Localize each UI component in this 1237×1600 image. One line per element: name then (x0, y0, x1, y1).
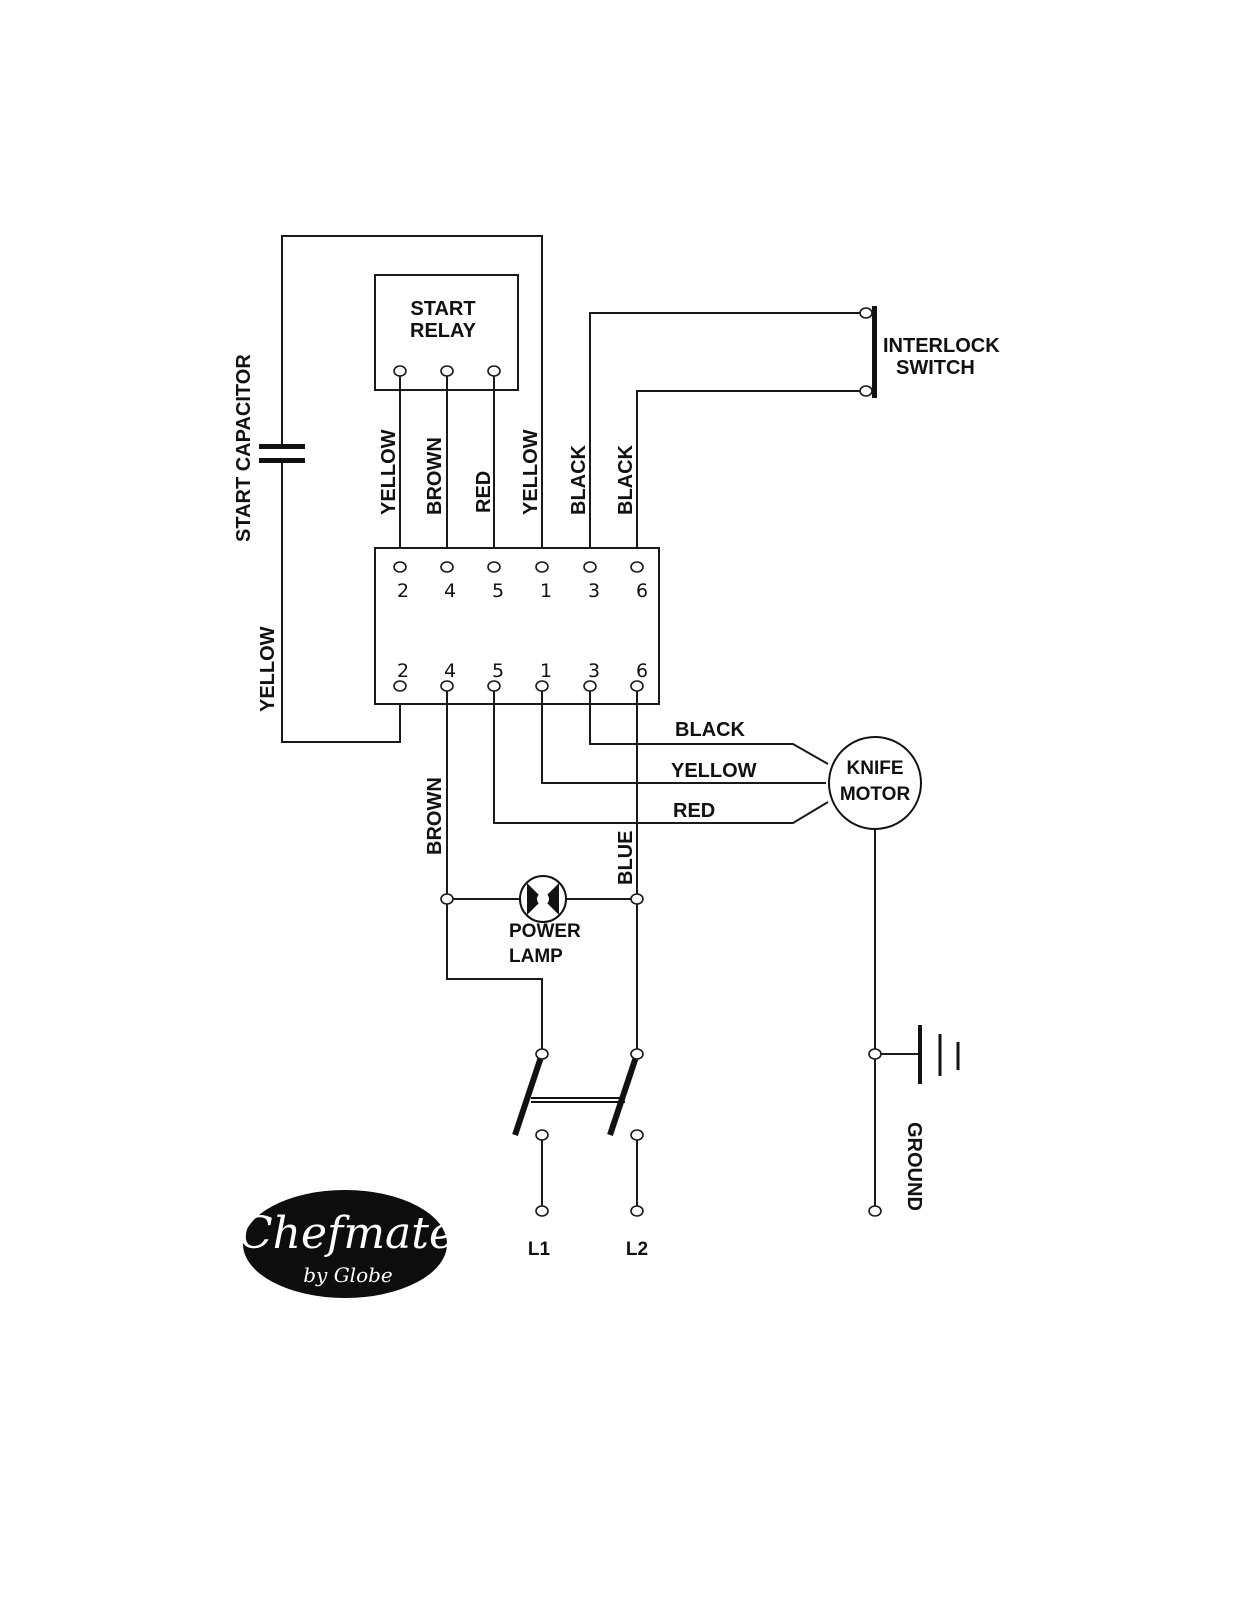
knife-motor: KNIFE MOTOR (828, 736, 922, 1211)
terminal-number: 2 (397, 580, 409, 602)
terminal-number: 6 (636, 660, 648, 682)
wire-label-blue: BLUE (615, 831, 637, 885)
wire-label-yellow: YELLOW (378, 429, 400, 515)
wire-label-brown-lower: BROWN (424, 777, 446, 855)
l2-label: L2 (626, 1239, 648, 1260)
wire-label-brown: BROWN (424, 437, 446, 515)
chefmate-logo: Chefmate by Globe (239, 1190, 455, 1298)
lower-wires (446, 686, 829, 1054)
start-capacitor (259, 235, 543, 743)
wire-label-yellow-motor: YELLOW (671, 760, 757, 782)
motor-label-1: KNIFE (847, 758, 904, 779)
ground-label: GROUND (903, 1122, 925, 1211)
power-lamp-label-1: POWER (509, 921, 581, 942)
terminal-number: 5 (492, 660, 504, 682)
interlock-label-1: INTERLOCK (883, 335, 1000, 357)
interlock-label-2: SWITCH (896, 357, 975, 379)
power-lamp-label-2: LAMP (509, 946, 563, 967)
relay-wires (399, 371, 495, 567)
terminal-numbers-top: 2 4 5 1 3 6 (397, 580, 648, 602)
start-relay-label-2: RELAY (410, 320, 477, 342)
logo-byline: by Globe (303, 1263, 393, 1287)
terminals (393, 307, 882, 1217)
l1-label: L1 (528, 1239, 551, 1260)
terminal-number: 2 (397, 660, 409, 682)
logo-brand: Chefmate (239, 1208, 455, 1259)
terminal-number: 3 (588, 580, 600, 602)
wire-label-yellow-2: YELLOW (520, 429, 542, 515)
power-switch (512, 1053, 640, 1211)
wire-label-black-motor: BLACK (675, 719, 746, 741)
terminal-number: 5 (492, 580, 504, 602)
terminal-block (374, 547, 660, 705)
terminal-number: 6 (636, 580, 648, 602)
terminal-numbers-bottom: 2 4 5 1 3 6 (397, 660, 648, 682)
wire-label-red-motor: RED (673, 800, 715, 822)
ground-icon (875, 1025, 960, 1084)
wire-label-yellow-left: YELLOW (257, 626, 279, 712)
wire-label-red: RED (473, 471, 495, 513)
start-capacitor-label: START CAPACITOR (233, 354, 255, 542)
terminal-number: 3 (588, 660, 600, 682)
terminal-number: 1 (540, 660, 552, 682)
motor-label-2: MOTOR (840, 784, 911, 805)
power-lamp-icon (519, 875, 567, 923)
wire-label-black: BLACK (568, 444, 590, 515)
terminal-number: 4 (444, 580, 456, 602)
interlock-switch: INTERLOCK SWITCH (589, 306, 1000, 567)
start-relay-label-1: START (410, 298, 475, 320)
terminal-number: 1 (540, 580, 552, 602)
wire-label-black-2: BLACK (615, 444, 637, 515)
terminal-number: 4 (444, 660, 456, 682)
